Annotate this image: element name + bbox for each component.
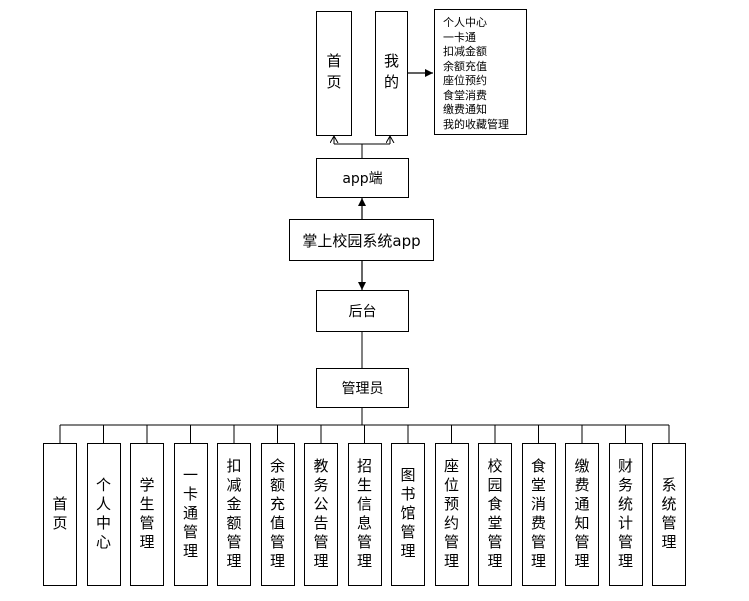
admin-module-label: 首页 — [50, 495, 69, 534]
mine-node[interactable]: 我的 — [375, 11, 408, 136]
submenu-item[interactable]: 个人中心 — [443, 16, 487, 29]
admin-module-box[interactable]: 首页 — [43, 443, 77, 586]
home-node-label: 首页 — [324, 52, 343, 95]
admin-module-label: 个人中心 — [94, 476, 112, 553]
admin-module-label: 一卡通管理 — [181, 467, 199, 562]
submenu-item[interactable]: 扣减金额 — [443, 45, 487, 58]
admin-module-box[interactable]: 食堂消费管理 — [521, 443, 556, 586]
admin-label: 管理员 — [341, 381, 384, 397]
admin-module-label: 校园食堂管理 — [485, 457, 504, 572]
mine-node-label: 我的 — [382, 52, 400, 95]
admin-node[interactable]: 管理员 — [316, 368, 409, 408]
submenu-item[interactable]: 一卡通 — [443, 30, 476, 44]
admin-module-box[interactable]: 校园食堂管理 — [478, 443, 512, 586]
admin-module-box[interactable]: 个人中心 — [86, 443, 121, 586]
admin-module-box[interactable]: 学生管理 — [130, 443, 164, 586]
admin-module-box[interactable]: 系统管理 — [652, 443, 686, 586]
admin-module-box[interactable]: 余额充值管理 — [260, 443, 295, 586]
admin-module-label: 财务统计管理 — [616, 457, 634, 572]
admin-module-label: 系统管理 — [659, 476, 678, 553]
backend-node[interactable]: 后台 — [316, 290, 409, 332]
submenu-item[interactable]: 我的收藏管理 — [443, 117, 509, 131]
admin-module-label: 图书馆管理 — [398, 467, 417, 562]
admin-module-label: 学生管理 — [137, 476, 156, 553]
module-drops — [59, 425, 670, 443]
home-node[interactable]: 首页 — [316, 11, 352, 136]
system-node[interactable]: 掌上校园系统app — [289, 219, 434, 261]
submenu-item[interactable]: 食堂消费 — [443, 88, 487, 102]
admin-module-label: 余额充值管理 — [268, 457, 286, 572]
admin-module-box[interactable]: 缴费通知管理 — [565, 443, 599, 586]
admin-module-box[interactable]: 招生信息管理 — [347, 443, 382, 586]
admin-module-label: 食堂消费管理 — [529, 457, 547, 572]
admin-module-label: 教务公告管理 — [311, 457, 330, 572]
submenu-item[interactable]: 余额充值 — [443, 59, 487, 73]
admin-module-box[interactable]: 座位预约管理 — [434, 443, 469, 586]
admin-module-label: 扣减金额管理 — [224, 457, 243, 572]
admin-module-box[interactable]: 扣减金额管理 — [217, 443, 251, 586]
app-end-label: app端 — [342, 171, 383, 187]
admin-module-label: 缴费通知管理 — [572, 457, 591, 572]
system-label: 掌上校园系统app — [302, 231, 421, 250]
mine-submenu: 个人中心 一卡通 扣减金额 余额充值 座位预约 食堂消费 缴费通知 我的收藏管理 — [434, 9, 527, 135]
admin-module-box[interactable]: 教务公告管理 — [304, 443, 338, 586]
admin-module-label: 座位预约管理 — [442, 457, 460, 572]
admin-module-label: 招生信息管理 — [355, 457, 373, 572]
admin-module-box[interactable]: 一卡通管理 — [173, 443, 208, 586]
backend-label: 后台 — [348, 304, 377, 320]
admin-module-box[interactable]: 财务统计管理 — [608, 443, 643, 586]
app-end-node[interactable]: app端 — [316, 158, 409, 198]
admin-module-box[interactable]: 图书馆管理 — [391, 443, 425, 586]
submenu-item[interactable]: 缴费通知 — [443, 103, 487, 116]
submenu-item[interactable]: 座位预约 — [443, 74, 487, 87]
